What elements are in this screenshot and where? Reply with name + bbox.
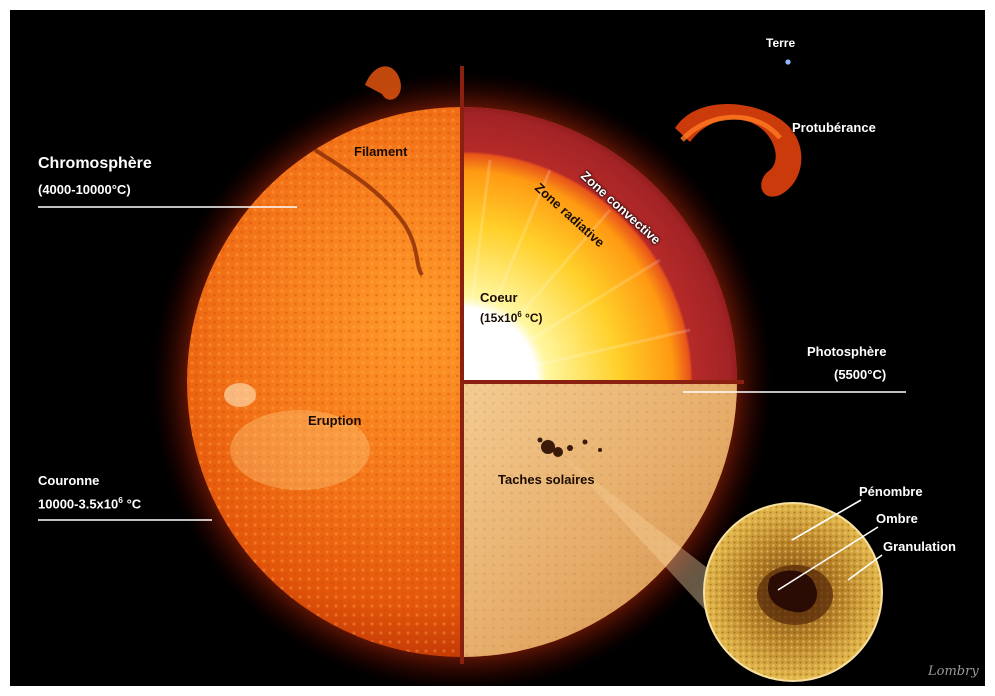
couronne-temp-prefix: 10000-3.5x10: [38, 496, 119, 512]
earth-dot: [785, 59, 791, 65]
label-chromosphere-temp: (4000-10000°C): [38, 182, 131, 197]
label-penombre: Pénombre: [859, 484, 923, 499]
prominence-shape: [365, 66, 802, 197]
label-granulation: Granulation: [883, 539, 956, 554]
sun-illustration: [38, 59, 906, 686]
label-taches-solaires: Taches solaires: [498, 472, 595, 487]
couronne-temp-suffix: °C: [122, 496, 142, 512]
label-ombre: Ombre: [876, 511, 918, 526]
leader-lines: [38, 206, 906, 591]
label-terre: Terre: [766, 36, 796, 50]
coeur-temp-prefix: (15x10: [480, 311, 518, 325]
label-coeur-temp: (15x106 °C): [480, 310, 543, 325]
label-eruption: Eruption: [308, 413, 362, 428]
coeur-temp-exponent: 6: [517, 310, 522, 319]
coeur-temp-suffix: °C): [521, 311, 543, 325]
label-protuberance: Protubérance: [792, 120, 876, 135]
watermark-signature: Lombry: [928, 664, 979, 679]
label-photosphere-temp: (5500°C): [834, 367, 887, 382]
sunspots: [537, 437, 602, 457]
interior-cutaway: [460, 107, 737, 657]
label-photosphere: Photosphère: [807, 344, 887, 359]
label-chromosphere: Chromosphère: [38, 155, 152, 172]
label-coeur: Coeur: [480, 290, 518, 305]
couronne-temp-exponent: 6: [118, 495, 123, 505]
label-couronne-temp: 10000-3.5x106 °C: [38, 495, 141, 511]
sunspot-zoom: [703, 502, 883, 682]
label-filament: Filament: [354, 144, 408, 159]
solar-structure-diagram: Terre Protubérance Chromosphère (4000-10…: [10, 10, 985, 686]
label-couronne: Couronne: [38, 473, 100, 488]
